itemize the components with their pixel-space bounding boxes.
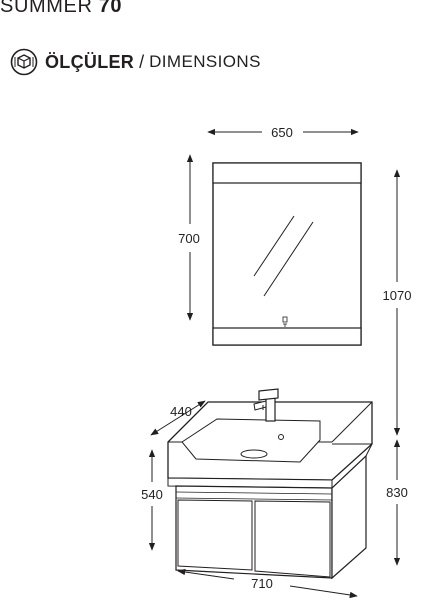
cube-measure-icon (10, 48, 38, 76)
heading-turkish: ÖLÇÜLER (45, 51, 135, 72)
total-height-label: 1070 (383, 288, 412, 303)
model-name: SUMMER (0, 0, 93, 17)
cabinet-width-dimension: 710 (177, 568, 358, 599)
cabinet-height-label: 540 (141, 487, 163, 502)
faucet-icon (253, 388, 279, 422)
drain-icon (240, 449, 268, 459)
mirror-width-label: 650 (271, 125, 293, 140)
basin-bowl (181, 418, 321, 463)
dimensions-heading: ÖLÇÜLER / DIMENSIONS (10, 48, 261, 76)
mirror-width-dimension: 650 (207, 125, 359, 140)
model-size: 70 (98, 0, 123, 17)
mirror (212, 162, 362, 346)
overflow-hole-icon (278, 434, 284, 440)
left-door (177, 499, 253, 571)
heading-separator: / (139, 51, 145, 72)
floor-to-top-label: 830 (386, 485, 408, 500)
cabinet-depth-dimension: 440 (150, 400, 206, 436)
mirror-height-label: 700 (178, 231, 200, 246)
cabinet-depth-label: 440 (170, 404, 192, 419)
touch-switch-icon (282, 316, 288, 327)
floor-to-top-dimension: 830 (386, 439, 408, 566)
total-height-dimension: 1070 (383, 169, 412, 436)
product-title: SUMMER 70 (0, 0, 122, 18)
cabinet-width-label: 710 (251, 576, 273, 591)
vanity-cabinet (167, 401, 373, 580)
right-door (254, 500, 331, 578)
mirror-height-dimension: 700 (178, 154, 200, 321)
heading-english: DIMENSIONS (149, 52, 261, 71)
cabinet-height-dimension: 540 (141, 449, 163, 551)
